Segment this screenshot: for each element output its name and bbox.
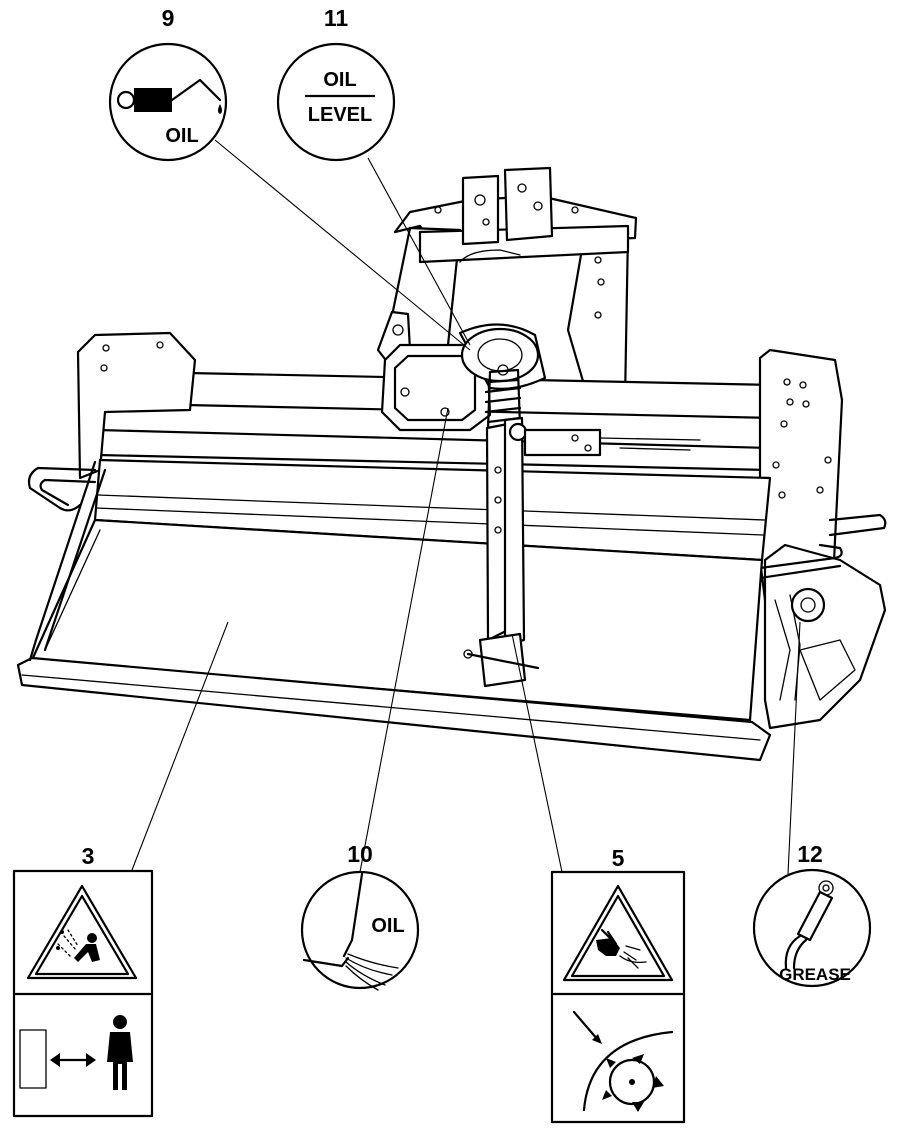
thrown-objects-warning-icon (26, 884, 138, 980)
rotary-tiller-illustration (16, 166, 887, 762)
rear-hood (16, 458, 772, 762)
leader-11 (367, 157, 471, 346)
oil-level-top: OIL (323, 69, 356, 91)
handle-left (27, 466, 97, 512)
callout-9: 9 OIL (108, 5, 228, 162)
oil-drain-icon (302, 872, 399, 991)
depth-strut (463, 416, 540, 688)
leader-10 (359, 407, 449, 873)
callout-11: 11 OIL LEVEL (276, 5, 396, 162)
callout-number: 12 (797, 841, 823, 867)
callout-number: 3 (82, 843, 95, 869)
safety-distance-icon (19, 1015, 133, 1090)
oil-level-icon: OIL LEVEL (304, 69, 376, 126)
side-plate-left (76, 331, 197, 480)
hand-entanglement-warning-icon (562, 884, 674, 982)
grease-gun-icon (784, 880, 834, 970)
gearbox (380, 323, 547, 432)
side-drive-case (763, 543, 887, 730)
callout-number: 9 (162, 5, 175, 31)
callout-12: 12 GREASE (752, 841, 872, 988)
oil-can-icon (116, 78, 222, 114)
callout-number: 10 (347, 841, 373, 867)
leader-lines (131, 139, 801, 875)
callout-5: 5 (550, 845, 686, 1124)
callout-3: 3 (12, 843, 154, 1118)
oil-level-bottom: LEVEL (308, 104, 372, 126)
oil-label: OIL (165, 125, 198, 147)
leader-9 (214, 139, 471, 351)
leader-3 (131, 621, 229, 871)
rotating-blades-icon (572, 1010, 674, 1112)
leader-5 (511, 633, 563, 873)
callout-number: 11 (324, 5, 349, 31)
grease-label: GREASE (779, 965, 851, 984)
callout-10: 10 OIL (300, 841, 420, 991)
leader-12 (787, 621, 801, 875)
callout-number: 5 (612, 845, 625, 871)
oil-label: OIL (371, 915, 404, 937)
